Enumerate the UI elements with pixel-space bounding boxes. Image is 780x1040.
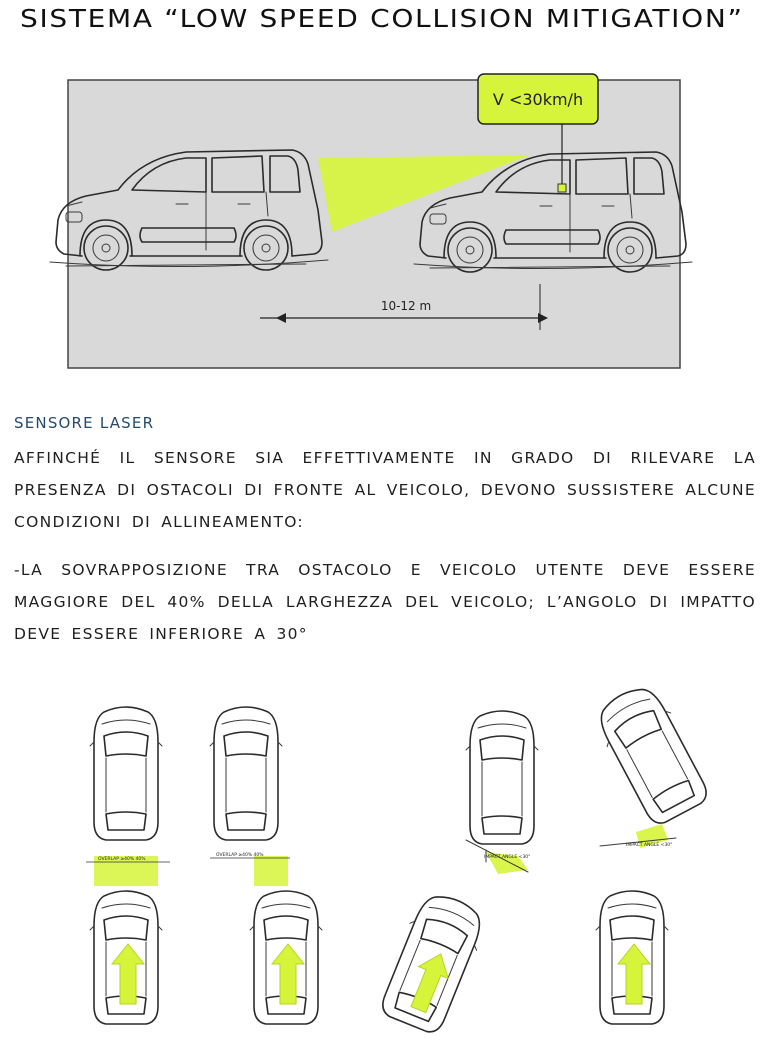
laser-beam: [318, 155, 530, 232]
direction-arrow-3: [403, 947, 457, 1017]
obstacle-car-top-4: [588, 677, 716, 831]
direction-arrow-1: [111, 943, 145, 1005]
impact-label-2: IMPACT ANGLE <30°: [626, 842, 672, 848]
direction-arrow-2: [271, 943, 305, 1005]
obstacle-car-top-3: [465, 710, 539, 845]
sensor-marker: [557, 183, 567, 193]
direction-arrow-4: [617, 943, 651, 1005]
scene-panel: [67, 79, 681, 369]
impact-zone-4: [636, 824, 668, 848]
overlap-label-2: OVERLAP ≥40% 40%: [216, 852, 264, 858]
speed-label: V <30km/h: [493, 90, 583, 109]
impact-angle-3: [465, 839, 529, 873]
paragraph-overlap-angle: -LA SOVRAPPOSIZIONE TRA OSTACOLO E VEICO…: [14, 561, 756, 643]
impact-zone-3: [486, 852, 528, 874]
page-title: SISTEMA “LOW SPEED COLLISION MITIGATION”: [20, 4, 744, 33]
distance-arrow-left: [276, 313, 286, 323]
obstacle-car-top-2: [209, 706, 283, 841]
paragraph-sensor-conditions: AFFINCHÉ IL SENSORE SIA EFFETTIVAMENTE I…: [14, 449, 756, 531]
obstacle-car-top-1: [89, 706, 163, 841]
overlap-zone-2: [254, 856, 288, 886]
impact-angle-4: [599, 837, 677, 847]
section-heading: SENSORE LASER: [14, 414, 155, 432]
impact-label-1: IMPACT ANGLE <30°: [484, 854, 530, 860]
overlap-zone-1: [94, 856, 158, 886]
overlap-label-1: OVERLAP ≥40% 40%: [98, 856, 146, 862]
distance-label: 10-12 m: [381, 299, 431, 313]
speed-callout: [477, 73, 599, 125]
